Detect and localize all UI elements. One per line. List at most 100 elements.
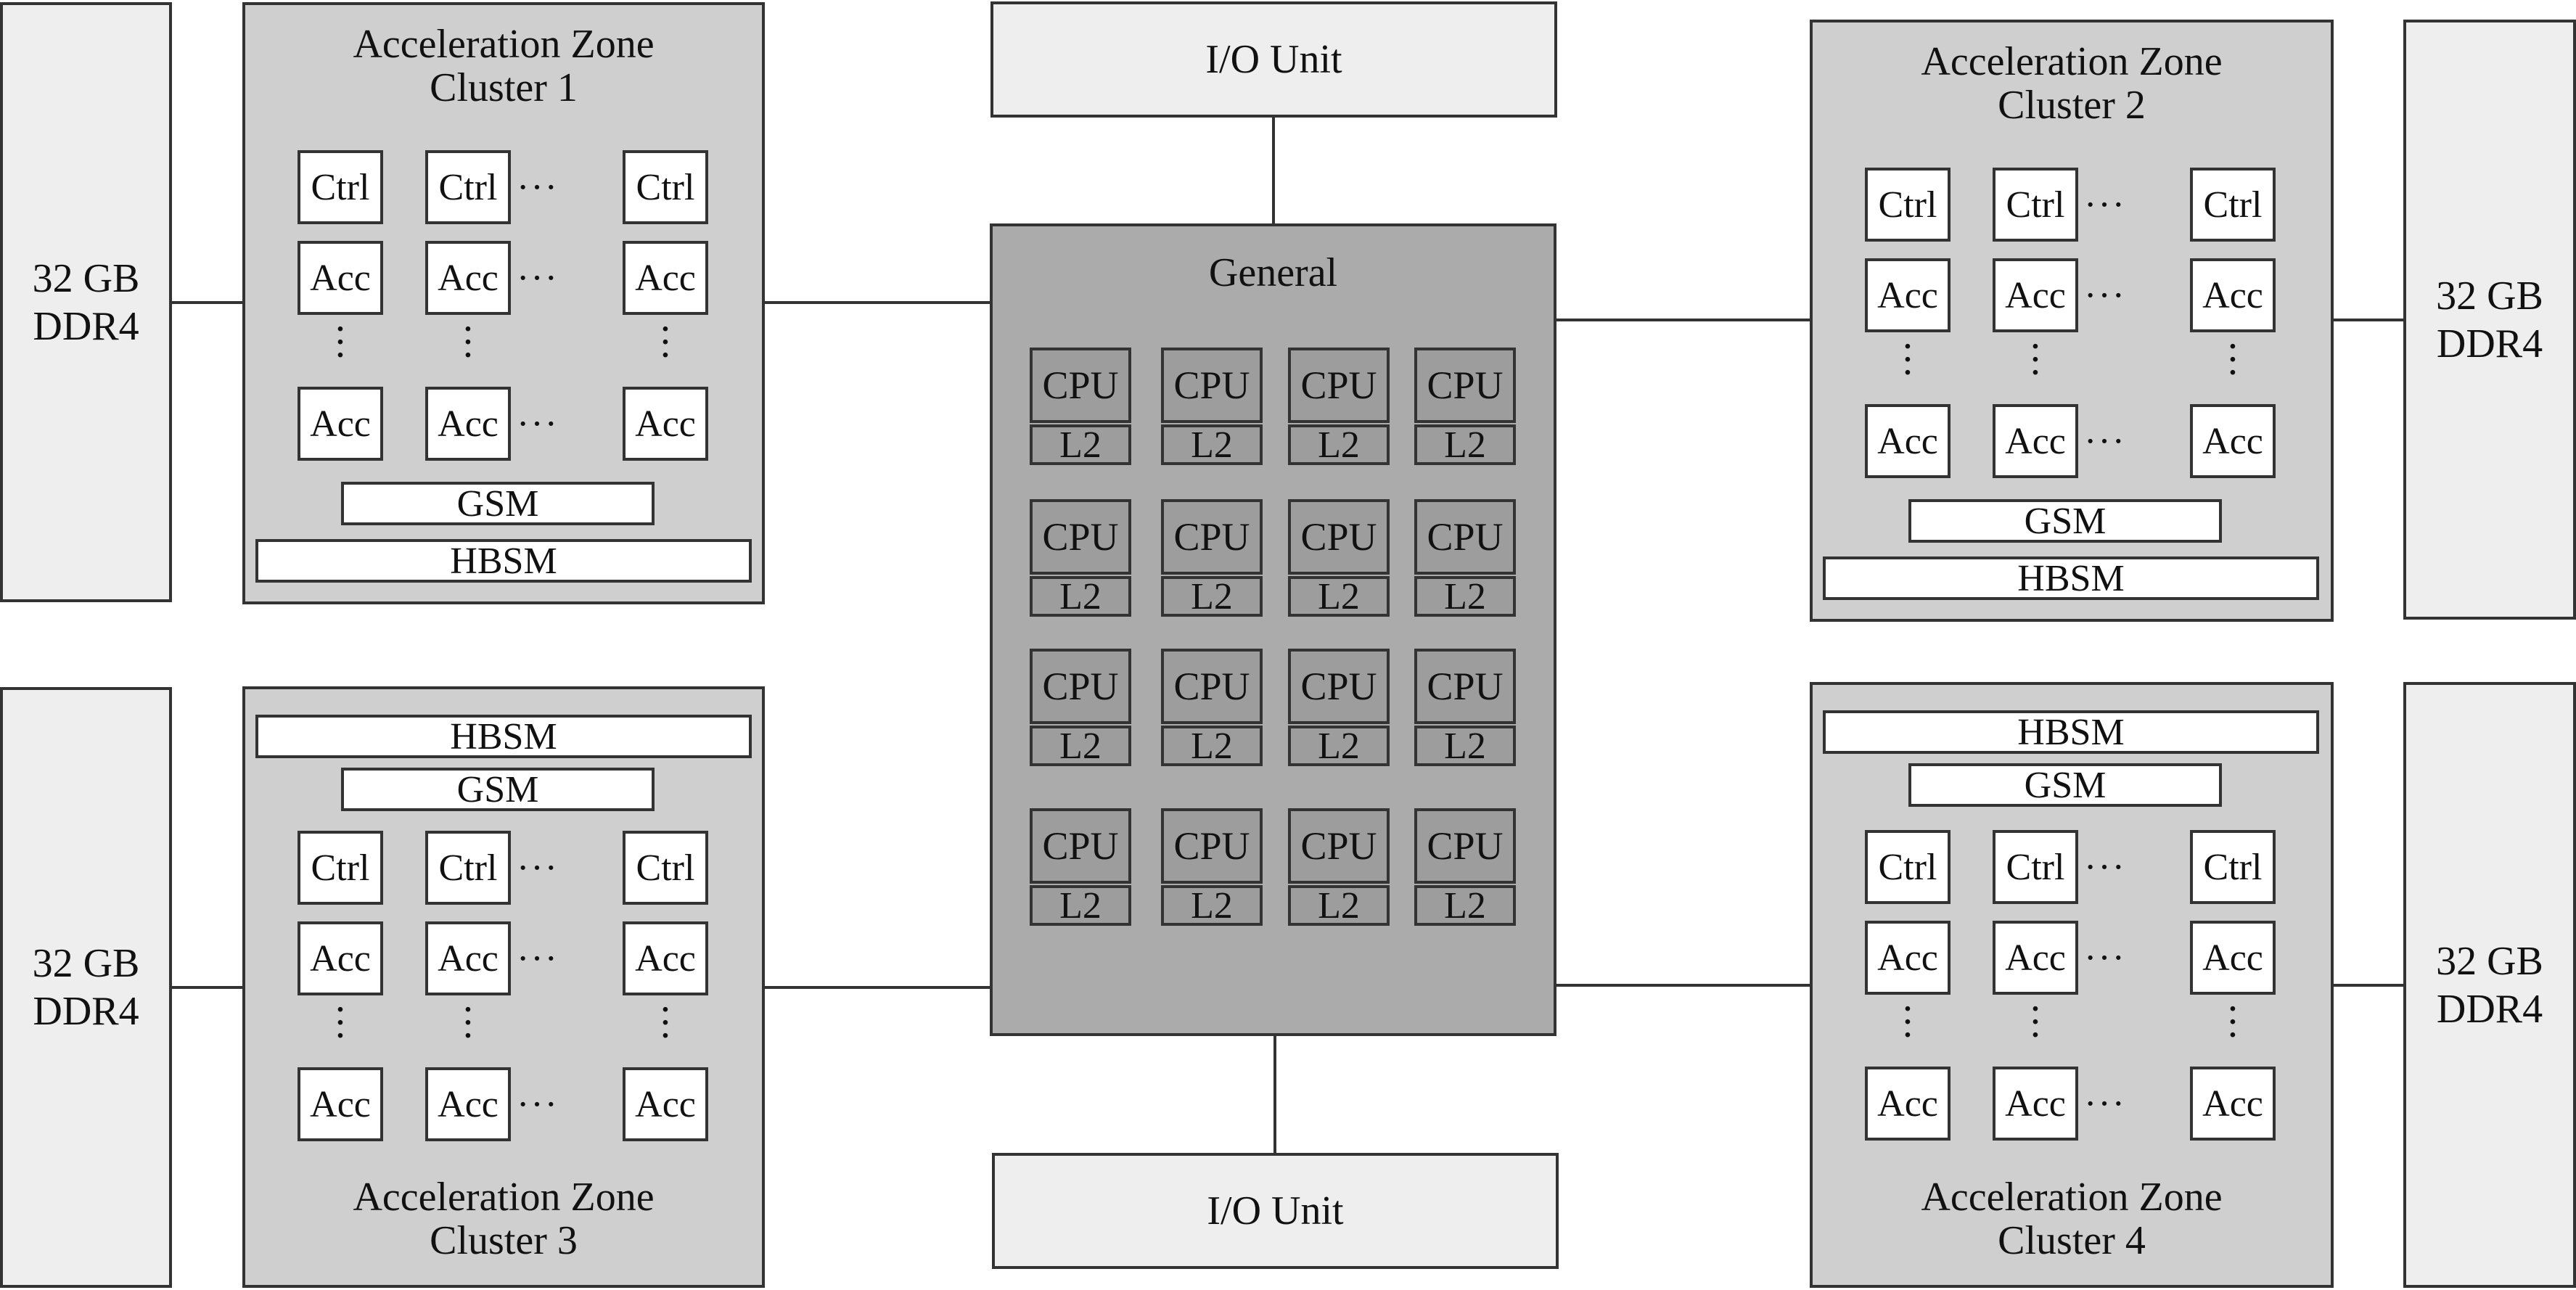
io-unit-bottom: I/O Unit [992,1153,1559,1269]
l2-label: L2 [1191,884,1233,927]
ctrl-label: Ctrl [2203,846,2263,888]
ctrl-unit: Ctrl [298,150,383,224]
ctrl-unit: Ctrl [1993,168,2078,242]
acc-unit: Acc [1993,921,2078,995]
acc-unit: Acc [623,1067,708,1141]
ddr-size-text: 32 GB [2436,938,2543,984]
ctrl-unit: Ctrl [2190,168,2276,242]
ddr-type-text: DDR4 [33,303,139,349]
l2-label: L2 [1059,725,1102,767]
acc-unit: Acc [623,241,708,315]
cluster-title-line1: Acceleration Zone [353,1175,655,1220]
link-io-top-general [1272,115,1275,225]
general-title: General [1208,250,1338,295]
cpu-label: CPU [1300,363,1377,407]
l2-cache: L2 [1288,576,1390,617]
ddr-type-text: DDR4 [33,989,139,1034]
cpu-core: CPU [1161,499,1263,575]
link-general-cluster2 [1556,319,1810,321]
ctrl-label: Ctrl [2203,184,2263,226]
v-dot: · [2028,1013,2043,1058]
cpu-label: CPU [1173,515,1250,559]
gsm-label: GSM [2024,500,2107,542]
acc-unit: Acc [298,241,383,315]
cluster-title-line1: Acceleration Zone [1921,1175,2223,1220]
ctrl-label: Ctrl [438,847,498,889]
acc-label: Acc [635,937,696,979]
acc-label: Acc [438,937,499,979]
cpu-label: CPU [1427,515,1504,559]
horizontal-ellipsis: ··· [517,403,559,445]
hbsm-label: HBSM [450,540,557,582]
cluster-title-line2: Cluster 1 [430,65,578,110]
hbsm-label: HBSM [2017,557,2125,599]
horizontal-ellipsis: ··· [517,257,559,299]
ctrl-unit: Ctrl [298,831,383,905]
gsm-memory: GSM [1908,499,2222,543]
ctrl-unit: Ctrl [425,150,511,224]
horizontal-ellipsis: ··· [2084,420,2126,462]
acc-label: Acc [310,937,371,979]
cpu-core: CPU [1030,348,1131,423]
cpu-core: CPU [1030,808,1131,884]
hbsm-label: HBSM [450,715,557,757]
acc-unit: Acc [425,241,511,315]
acc-label: Acc [635,257,696,299]
l2-label: L2 [1318,575,1360,617]
hbsm-memory: HBSM [255,539,752,583]
cpu-core: CPU [1161,649,1263,724]
ctrl-label: Ctrl [636,847,695,889]
vertical-ellipsis: ··· [425,309,511,376]
ctrl-unit: Ctrl [2190,830,2276,904]
vertical-ellipsis: ··· [298,990,383,1059]
v-dot: · [1900,350,1915,395]
ctrl-unit: Ctrl [425,831,511,905]
vertical-ellipsis: ··· [1993,326,2078,393]
horizontal-ellipsis: ··· [517,1083,559,1125]
ddr-size-text: 32 GB [32,941,140,986]
acc-unit: Acc [1993,1067,2078,1141]
link-ddr3-cluster3 [171,986,243,989]
cpu-label: CPU [1042,824,1119,868]
horizontal-ellipsis: ··· [2084,937,2126,979]
l2-label: L2 [1059,575,1102,617]
cpu-core: CPU [1161,348,1263,423]
cluster-title-line2: Cluster 4 [1998,1218,2146,1263]
l2-label: L2 [1191,575,1233,617]
link-general-io-bottom [1273,1035,1276,1154]
acc-unit: Acc [2190,1067,2276,1141]
ctrl-unit: Ctrl [1865,168,1951,242]
gsm-memory: GSM [341,482,655,525]
l2-label: L2 [1191,725,1233,767]
acc-label: Acc [2202,1082,2263,1125]
vertical-ellipsis: ··· [298,309,383,376]
l2-cache: L2 [1161,725,1263,767]
v-dot: · [333,1014,348,1059]
horizontal-ellipsis: ··· [2084,846,2126,888]
ctrl-unit: Ctrl [623,150,708,224]
l2-label: L2 [1059,424,1102,466]
l2-cache: L2 [1288,424,1390,466]
l2-cache: L2 [1161,576,1263,617]
acc-unit: Acc [2190,258,2276,332]
horizontal-ellipsis: ··· [517,166,559,208]
vertical-ellipsis: ··· [623,309,708,376]
acc-label: Acc [438,1083,499,1125]
cluster-title-line1: Acceleration Zone [1921,39,2223,84]
l2-cache: L2 [1288,885,1390,927]
link-cluster1-general [763,301,990,304]
vertical-ellipsis: ··· [1865,326,1951,395]
vertical-ellipsis: ··· [2190,326,2276,393]
acc-unit: Acc [1865,404,1951,478]
l2-label: L2 [1444,575,1486,617]
ddr-type-text: DDR4 [2436,986,2543,1032]
l2-cache: L2 [1414,576,1516,617]
ctrl-unit: Ctrl [1865,830,1951,904]
